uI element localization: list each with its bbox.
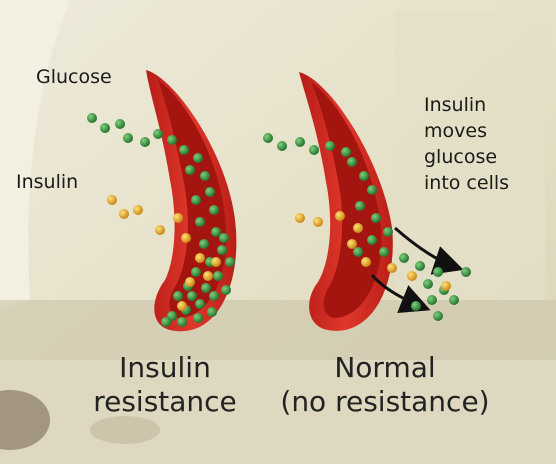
insulin-dot [119,209,129,219]
glucose-dot [205,187,215,197]
caption-insulin-resistance: Insulin resistance [70,351,260,419]
insulin-moves-line-2: moves [424,120,487,142]
glucose-dot [167,135,177,145]
glucose-dot [295,137,305,147]
glucose-dot [367,185,377,195]
glucose-dot [199,239,209,249]
insulin-dot [441,281,451,291]
insulin-label: Insulin [16,171,79,193]
glucose-dot [355,201,365,211]
glucose-label: Glucose [36,66,112,88]
glucose-dot [177,317,187,327]
glucose-dot [195,217,205,227]
caption-normal: Normal (no resistance) [260,351,510,419]
glucose-dot [415,261,425,271]
glucose-dot [211,227,221,237]
glucose-dot [221,285,231,295]
glucose-dot [140,137,150,147]
glucose-dot [179,145,189,155]
glucose-dot [185,165,195,175]
glucose-dot [433,267,443,277]
insulin-dot [185,277,195,287]
glucose-dot [123,133,133,143]
glucose-dot [309,145,319,155]
glucose-dot [213,271,223,281]
background-plate [0,390,50,450]
glucose-dot [353,247,363,257]
glucose-dot [115,119,125,129]
glucose-dot [201,283,211,293]
insulin-dot [181,233,191,243]
glucose-dot [217,245,227,255]
caption-left-line-1: Insulin [119,351,211,384]
glucose-dot [367,235,377,245]
insulin-moves-glucose-label: Insulin moves glucose into cells [424,92,509,196]
glucose-dot [191,267,201,277]
insulin-dot [203,271,213,281]
glucose-dot [225,257,235,267]
glucose-dot [193,313,203,323]
insulin-dot [387,263,397,273]
glucose-dot [187,291,197,301]
glucose-dot [100,123,110,133]
glucose-dot [325,141,335,151]
background-floor [0,360,556,464]
caption-right-line-1: Normal [334,351,436,384]
insulin-moves-line-1: Insulin [424,94,487,116]
insulin-dot [335,211,345,221]
background-building [395,10,545,300]
glucose-dot [153,129,163,139]
glucose-dot [371,213,381,223]
glucose-dot [399,253,409,263]
background-cup [90,416,160,444]
insulin-dot [353,223,363,233]
glucose-dot [263,133,273,143]
glucose-dot [347,157,357,167]
insulin-dot [107,195,117,205]
glucose-dot [449,295,459,305]
glucose-dot [423,279,433,289]
insulin-dot [361,257,371,267]
glucose-dot [209,205,219,215]
glucose-dot [193,153,203,163]
glucose-dot [161,317,171,327]
insulin-dot [347,239,357,249]
glucose-dot [87,113,97,123]
insulin-moves-line-3: glucose [424,146,498,168]
glucose-dot [191,195,201,205]
molecule-dots [87,113,471,327]
glucose-dot [200,171,210,181]
glucose-dot [195,299,205,309]
insulin-dot [177,301,187,311]
glucose-dot [173,291,183,301]
glucose-dot [427,295,437,305]
glucose-dot [209,291,219,301]
insulin-dot [155,225,165,235]
glucose-dot [379,247,389,257]
insulin-dot [407,271,417,281]
arrow-glucose-into-cells-1 [394,226,464,275]
glucose-dot [341,147,351,157]
caption-left-line-2: resistance [93,385,237,418]
insulin-dot [133,205,143,215]
insulin-moves-line-4: into cells [424,172,510,194]
glucose-dot [411,301,421,311]
glucose-dot [219,233,229,243]
insulin-dot [211,257,221,267]
glucose-dot [207,307,217,317]
glucose-dot [277,141,287,151]
insulin-dot [295,213,305,223]
glucose-dot [359,171,369,181]
caption-right-line-2: (no resistance) [280,385,490,418]
insulin-dot [313,217,323,227]
glucose-dot [433,311,443,321]
glucose-dot [461,267,471,277]
insulin-dot [173,213,183,223]
insulin-dot [195,253,205,263]
background-table [0,300,556,360]
glucose-dot [383,227,393,237]
background-window-left [0,0,70,310]
